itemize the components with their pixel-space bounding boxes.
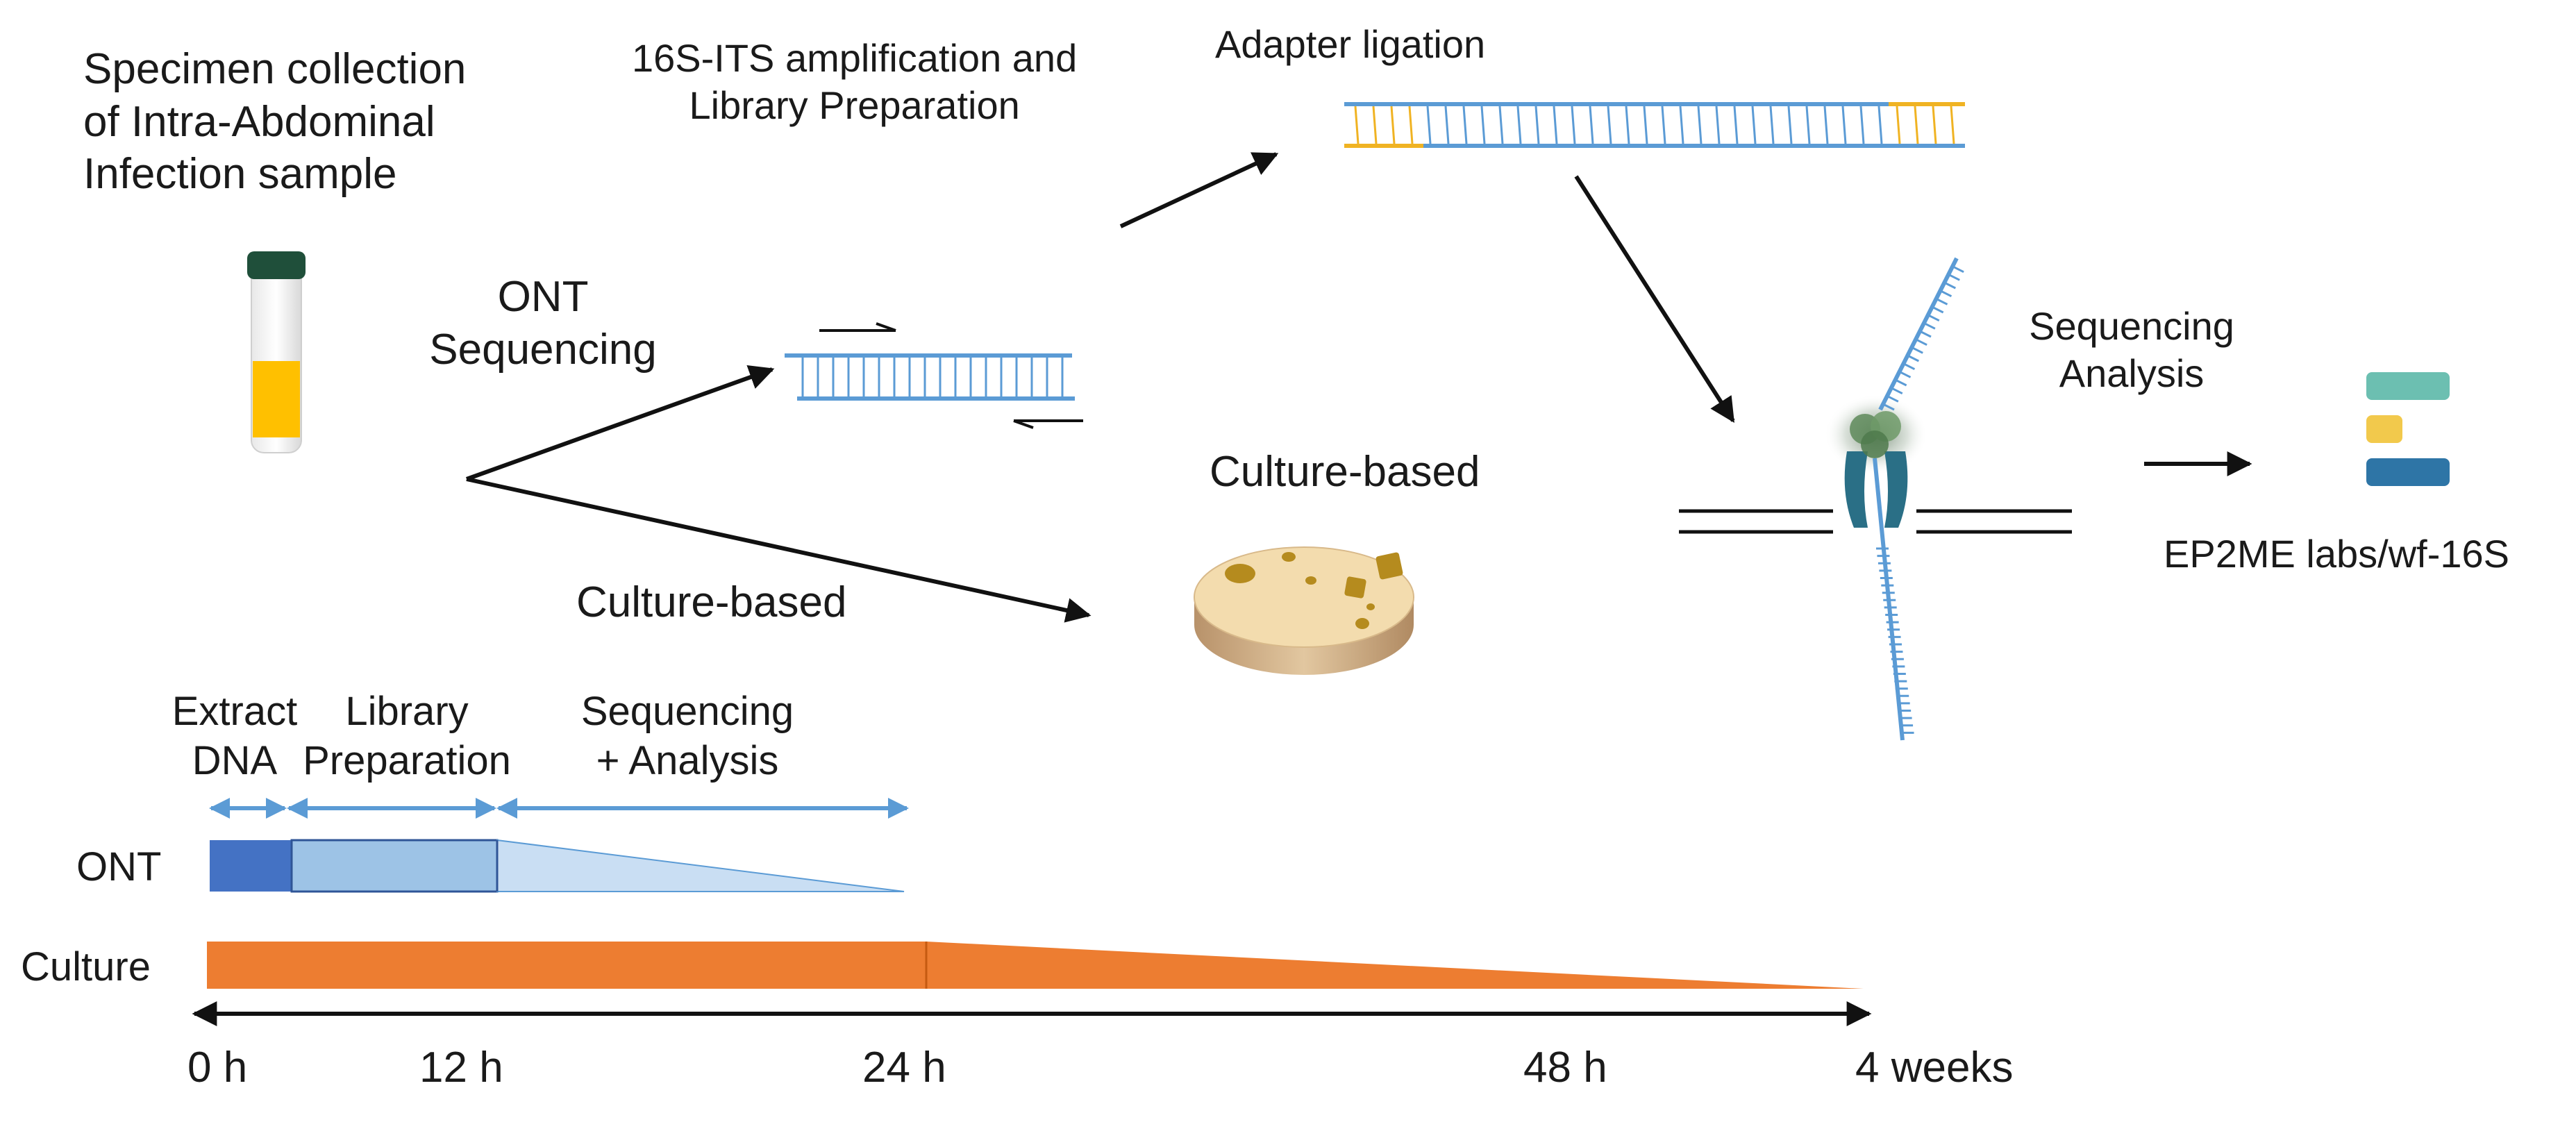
tick-48h: 48 h xyxy=(1523,1044,1607,1092)
dna-rung xyxy=(1408,106,1414,144)
dna-rung xyxy=(1932,106,1937,144)
sequencing-analysis-label: Sequencing Analysis xyxy=(2029,304,2234,396)
strand-base xyxy=(1902,362,1916,371)
culture-branch-label: Culture-based xyxy=(576,578,847,626)
dna-rung xyxy=(1733,106,1739,144)
dna-rung xyxy=(1534,106,1540,144)
strand-base xyxy=(1939,290,1952,298)
phase-library-preparation: Library Preparation xyxy=(303,689,511,783)
ont-timeline-bar xyxy=(210,839,905,893)
strand-base xyxy=(1911,346,1923,354)
dna-rung xyxy=(1679,106,1684,144)
result-bars xyxy=(2366,372,2450,486)
phase-sequencing-analysis: Sequencing + Analysis xyxy=(580,689,794,783)
strand-base xyxy=(1907,354,1920,362)
dna-rung xyxy=(1390,106,1396,144)
strand-base xyxy=(1943,281,1957,290)
dna-rung xyxy=(1715,106,1721,144)
tick-0h: 0 h xyxy=(187,1044,248,1092)
dna-rung xyxy=(1625,106,1630,144)
adapter-ligated-dna xyxy=(1344,102,1965,148)
dna-rung xyxy=(1661,106,1666,144)
arrow-to-adapter xyxy=(1119,152,1279,228)
row-label-ont: ONT xyxy=(76,844,162,889)
dna-rung xyxy=(1859,106,1865,144)
strand-base xyxy=(1927,314,1940,322)
specimen-tube xyxy=(247,251,306,453)
strand-base xyxy=(1952,265,1964,274)
output-label: EP2ME labs/wf-16S xyxy=(2164,532,2509,576)
specimen-label: Specimen collection of Intra-Abdominal I… xyxy=(83,45,467,199)
dna-rung xyxy=(1372,106,1378,144)
dna-rung xyxy=(1498,106,1504,144)
strand-base xyxy=(1935,297,1948,306)
strand-base xyxy=(1915,338,1927,346)
dna-rung xyxy=(1914,106,1919,144)
amplification-label: 16S-ITS amplification and Library Prepar… xyxy=(632,36,1078,128)
dna-rung xyxy=(1643,106,1648,144)
nanopore xyxy=(1679,257,2072,741)
tick-24h: 24 h xyxy=(862,1044,946,1092)
strand-base xyxy=(1923,321,1936,330)
dna-rung xyxy=(1571,106,1576,144)
dna-rung xyxy=(1697,106,1703,144)
dna-rung xyxy=(1751,106,1757,144)
dna-rung xyxy=(1896,106,1901,144)
phase-extract-dna: Extract DNA xyxy=(172,689,298,783)
dna-rung xyxy=(1950,106,1955,144)
dna-rung xyxy=(1516,106,1522,144)
culture-timeline-bar xyxy=(207,942,1864,989)
dna-rung xyxy=(1589,106,1594,144)
strand-base xyxy=(1919,330,1932,338)
dna-rung xyxy=(1354,106,1360,144)
strand-base xyxy=(1894,378,1907,387)
dna-rung xyxy=(1877,106,1883,144)
arrow-to-nanopore xyxy=(1574,175,1735,424)
dna-rung xyxy=(1444,106,1450,144)
tick-4weeks: 4 weeks xyxy=(1855,1044,2014,1092)
dna-rung xyxy=(1607,106,1612,144)
branch-arrows xyxy=(465,365,1092,623)
ont-sequencing-label: ONT Sequencing xyxy=(429,273,657,374)
dna-rung xyxy=(1805,106,1811,144)
dna-rung xyxy=(1823,106,1829,144)
dna-rung xyxy=(1553,106,1558,144)
dna-rung xyxy=(1480,106,1486,144)
culture-plate xyxy=(1194,546,1414,675)
strand-base xyxy=(1931,306,1944,314)
row-label-culture: Culture xyxy=(21,944,151,989)
strand-base xyxy=(1948,273,1960,281)
adapter-ligation-label: Adapter ligation xyxy=(1215,22,1486,66)
dna-rung xyxy=(1426,106,1432,144)
strand-base xyxy=(1887,394,1899,403)
strand-base xyxy=(1898,370,1912,378)
dna-rung xyxy=(1787,106,1793,144)
culture-plate-label: Culture-based xyxy=(1210,448,1480,496)
tick-12h: 12 h xyxy=(419,1044,503,1092)
strand-base xyxy=(1882,403,1895,411)
strand-base xyxy=(1891,387,1903,395)
amplified-dna xyxy=(785,322,1083,429)
dna-rung xyxy=(1462,106,1468,144)
dna-rung xyxy=(1841,106,1847,144)
dna-rung xyxy=(1769,106,1775,144)
